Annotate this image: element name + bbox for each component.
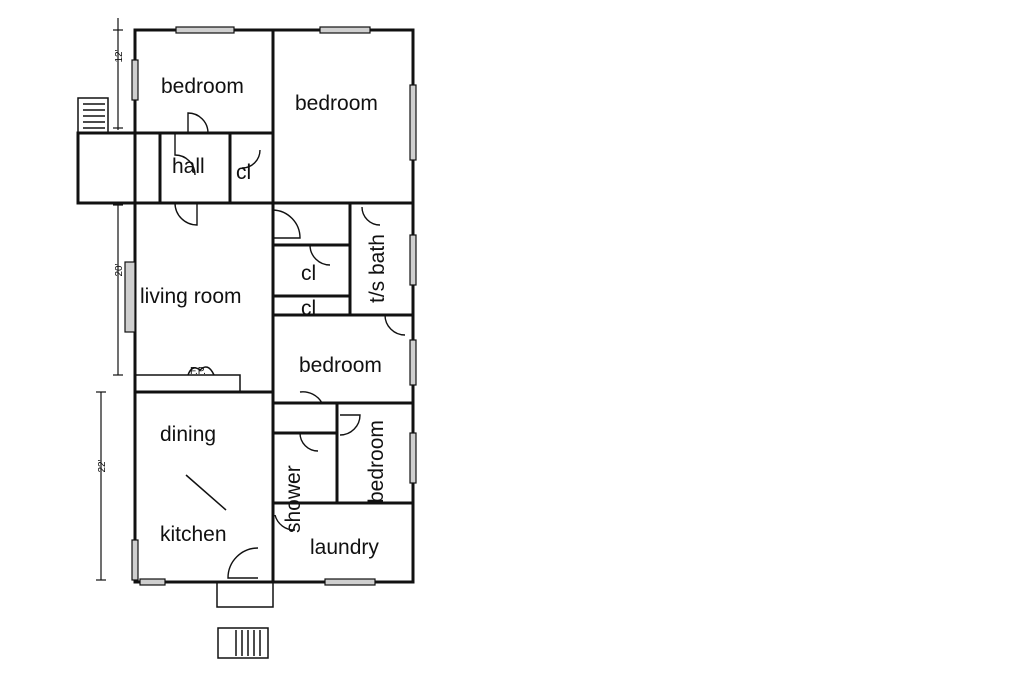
label-laundry: laundry <box>310 536 379 559</box>
label-bedroom-mid: bedroom <box>299 354 382 377</box>
dimension-22: 22' <box>97 459 108 472</box>
dimension-20: 20' <box>114 263 125 276</box>
door-swings <box>174 112 406 579</box>
label-kitchen: kitchen <box>160 523 227 546</box>
label-closet-2: cl <box>301 297 316 320</box>
label-living-room: living room <box>140 285 242 308</box>
windows <box>124 26 417 586</box>
label-bedroom-small: bedroom <box>365 420 388 503</box>
label-dining: dining <box>160 423 216 446</box>
label-ts-bath: t/s bath <box>366 234 389 303</box>
label-bedroom-nw: bedroom <box>161 75 244 98</box>
dimension-lines: 12' 20' 22' <box>96 18 125 581</box>
counter-line <box>185 474 227 511</box>
back-steps <box>216 581 274 659</box>
label-bedroom-ne: bedroom <box>295 92 378 115</box>
fireplace-label: F.P. <box>190 366 206 377</box>
label-closet-1: cl <box>301 262 316 285</box>
fireplace: F.P. <box>134 366 241 393</box>
side-porch <box>76 97 137 205</box>
label-shower: shower <box>282 465 305 533</box>
dimension-12: 12' <box>114 49 125 62</box>
label-hall: hall <box>172 155 205 178</box>
room-labels: bedroom bedroom hall cl cl cl t/s bath l… <box>140 75 389 559</box>
label-closet-hall: cl <box>236 161 251 184</box>
